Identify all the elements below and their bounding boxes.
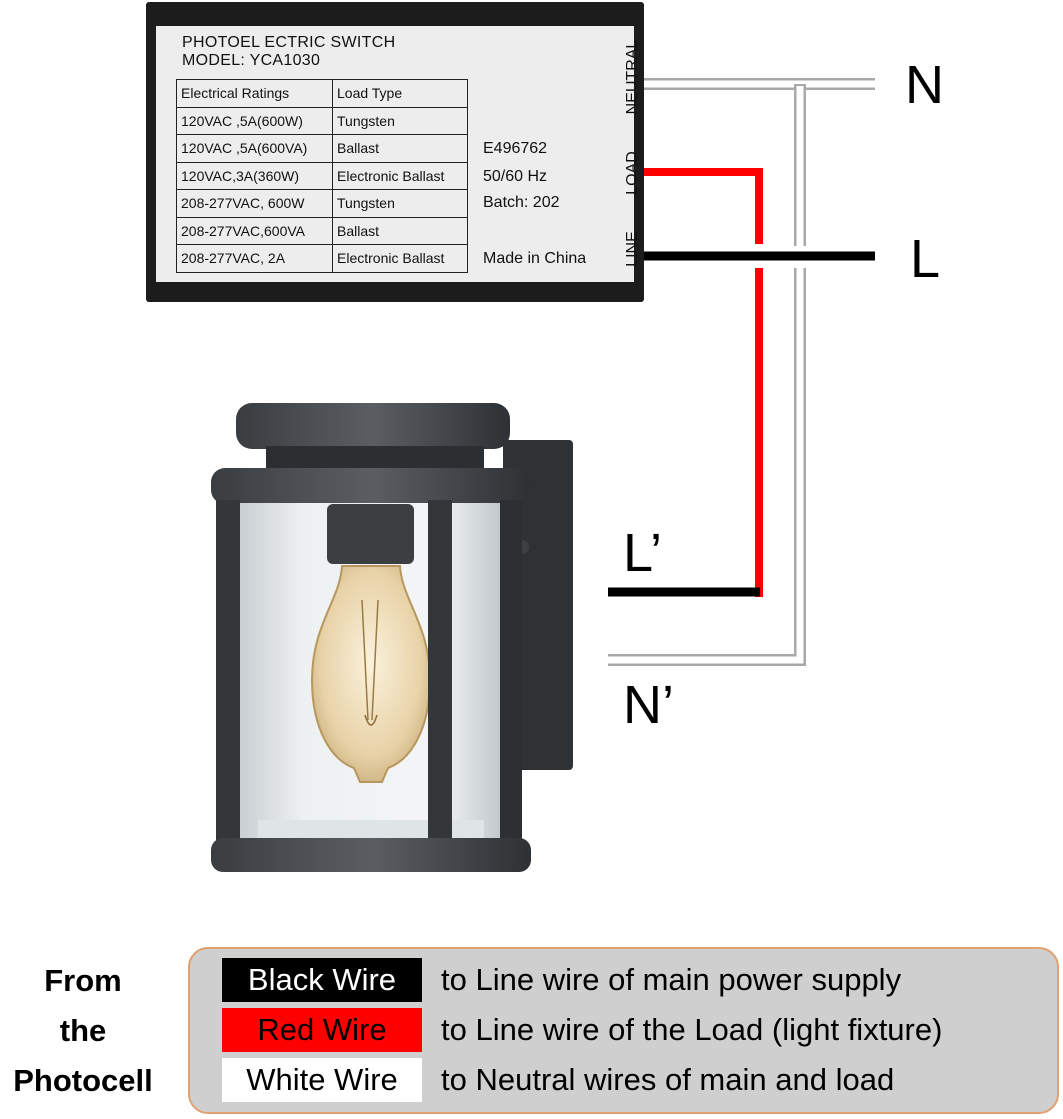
label-n: N	[905, 55, 944, 115]
table-cell: Ballast	[332, 216, 468, 245]
table-row: 120VAC ,5A(600VA) Ballast	[176, 134, 468, 163]
table-cell: 208-277VAC,600VA	[176, 216, 333, 245]
table-cell: Tungsten	[332, 189, 468, 218]
terminal-neutral: NEUTRAL	[624, 39, 641, 115]
photocell-model: MODEL: YCA1030	[182, 52, 321, 69]
header-cell: Load Type	[332, 79, 468, 108]
table-row: 208-277VAC,600VA Ballast	[176, 216, 468, 245]
terminal-line: LINE	[624, 231, 641, 267]
black-wire-description: to Line wire of main power supply	[441, 962, 902, 997]
table-cell: 208-277VAC, 600W	[176, 189, 333, 218]
table-row: 208-277VAC, 600W Tungsten	[176, 189, 468, 218]
table-row: 120VAC ,5A(600W) Tungsten	[176, 106, 468, 135]
photocell-label: PHOTOEL ECTRIC SWITCH MODEL: YCA1030 Ele…	[156, 26, 641, 282]
ratings-table: Electrical Ratings Load Type 120VAC ,5A(…	[176, 79, 468, 273]
table-row: Electrical Ratings Load Type	[176, 79, 468, 108]
header-cell: Electrical Ratings	[176, 79, 333, 108]
table-row: 208-277VAC, 2A Electronic Ballast	[176, 244, 468, 273]
white-wire-description: to Neutral wires of main and load	[441, 1062, 895, 1097]
red-wire-swatch: Red Wire	[222, 1008, 422, 1052]
frequency: 50/60 Hz	[483, 168, 548, 185]
legend-source-line: Photocell	[13, 1063, 153, 1098]
label-l: L	[910, 229, 941, 289]
white-wire	[608, 78, 875, 666]
table-cell: 208-277VAC, 2A	[176, 244, 333, 273]
table-cell: Electronic Ballast	[332, 244, 468, 273]
black-wire	[608, 251, 875, 597]
lantern-illustration	[211, 403, 573, 872]
wiring-diagram	[211, 78, 875, 872]
white-wire-swatch: White Wire	[222, 1058, 422, 1102]
table-row: 120VAC,3A(360W) Electronic Ballast	[176, 161, 468, 190]
label-n-prime: N’	[623, 675, 674, 735]
black-wire-swatch: Black Wire	[222, 958, 422, 1002]
terminal-load: LOAD	[624, 151, 641, 195]
cert-number: E496762	[483, 140, 548, 157]
photocell-title: PHOTOEL ECTRIC SWITCH	[182, 34, 396, 51]
table-cell: 120VAC ,5A(600W)	[176, 106, 333, 135]
red-wire	[644, 168, 763, 597]
legend-source-line: From	[44, 963, 122, 998]
origin: Made in China	[483, 250, 587, 267]
table-cell: Electronic Ballast	[332, 161, 468, 190]
batch: Batch: 202	[483, 194, 560, 211]
table-cell: Ballast	[332, 134, 468, 163]
photocell-switch: PHOTOEL ECTRIC SWITCH MODEL: YCA1030 Ele…	[146, 2, 644, 302]
label-l-prime: L’	[623, 523, 663, 583]
legend-source-line: the	[59, 1013, 107, 1048]
table-cell: 120VAC ,5A(600VA)	[176, 134, 333, 163]
table-cell: 120VAC,3A(360W)	[176, 161, 333, 190]
red-wire-description: to Line wire of the Load (light fixture)	[441, 1012, 943, 1047]
table-cell: Tungsten	[332, 106, 468, 135]
